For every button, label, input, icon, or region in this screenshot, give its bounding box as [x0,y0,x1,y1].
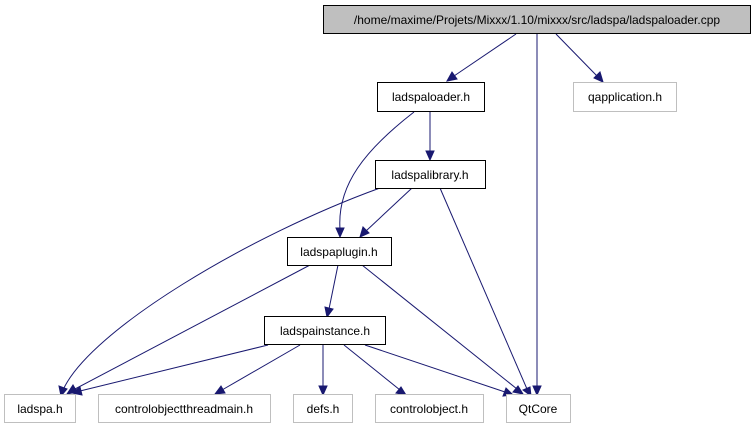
node-ladspaloader-h[interactable]: ladspaloader.h [377,82,485,112]
edge-ladspainstance-h-to-qtcore [364,344,515,397]
node-ladspa-h[interactable]: ladspa.h [4,394,76,423]
node-ladspalibrary-h-label: ladspalibrary.h [391,168,468,182]
node-controlobjectthreadmain-h-label: controlobjectthreadmain.h [115,402,253,416]
node-root-file[interactable]: /home/maxime/Projets/Mixxx/1.10/mixxx/sr… [323,5,751,34]
node-controlobject-h-label: controlobject.h [390,402,468,416]
edge-root-to-qapplication-h [555,33,604,83]
nodes: /home/maxime/Projets/Mixxx/1.10/mixxx/sr… [4,5,751,423]
edge-root-to-ladspaloader-h [446,33,517,82]
edge-ladspainstance-h-to-ladspa-h [70,344,269,396]
edge-ladspaloader-h-to-ladspaplugin-h [335,111,415,239]
edge-ladspainstance-h-to-controlobject-h [343,344,408,396]
node-ladspalibrary-h[interactable]: ladspalibrary.h [375,160,486,189]
node-ladspaloader-h-label: ladspaloader.h [392,90,470,104]
node-root-label: /home/maxime/Projets/Mixxx/1.10/mixxx/sr… [354,13,720,27]
node-qtcore[interactable]: QtCore [506,394,571,423]
edge-ladspalibrary-h-to-ladspaplugin-h [359,187,413,238]
node-ladspaplugin-h-label: ladspaplugin.h [300,245,377,259]
edge-ladspainstance-h-to-defs-h [318,345,328,397]
node-ladspainstance-h-label: ladspainstance.h [280,324,370,338]
edges [58,33,604,398]
node-controlobject-h[interactable]: controlobject.h [375,394,484,423]
node-defs-h[interactable]: defs.h [293,394,353,423]
edge-ladspaplugin-h-to-ladspainstance-h [324,264,339,319]
edge-ladspalibrary-h-to-ladspa-h [58,187,381,398]
node-qapplication-h[interactable]: qapplication.h [573,82,677,112]
edge-root-to-qtcore [532,34,542,397]
edge-ladspainstance-h-to-controlobjectthreadmain-h [213,344,301,395]
node-qtcore-label: QtCore [519,402,558,416]
node-ladspainstance-h[interactable]: ladspainstance.h [264,316,386,345]
node-controlobjectthreadmain-h[interactable]: controlobjectthreadmain.h [98,394,271,423]
node-ladspa-h-label: ladspa.h [17,402,62,416]
node-defs-h-label: defs.h [307,402,340,416]
edge-ladspalibrary-h-to-qtcore [439,187,532,398]
edge-ladspaplugin-h-to-qtcore [361,264,525,395]
edge-ladspaloader-h-to-ladspalibrary-h [425,112,435,162]
node-qapplication-h-label: qapplication.h [588,90,662,104]
node-ladspaplugin-h[interactable]: ladspaplugin.h [287,237,392,266]
